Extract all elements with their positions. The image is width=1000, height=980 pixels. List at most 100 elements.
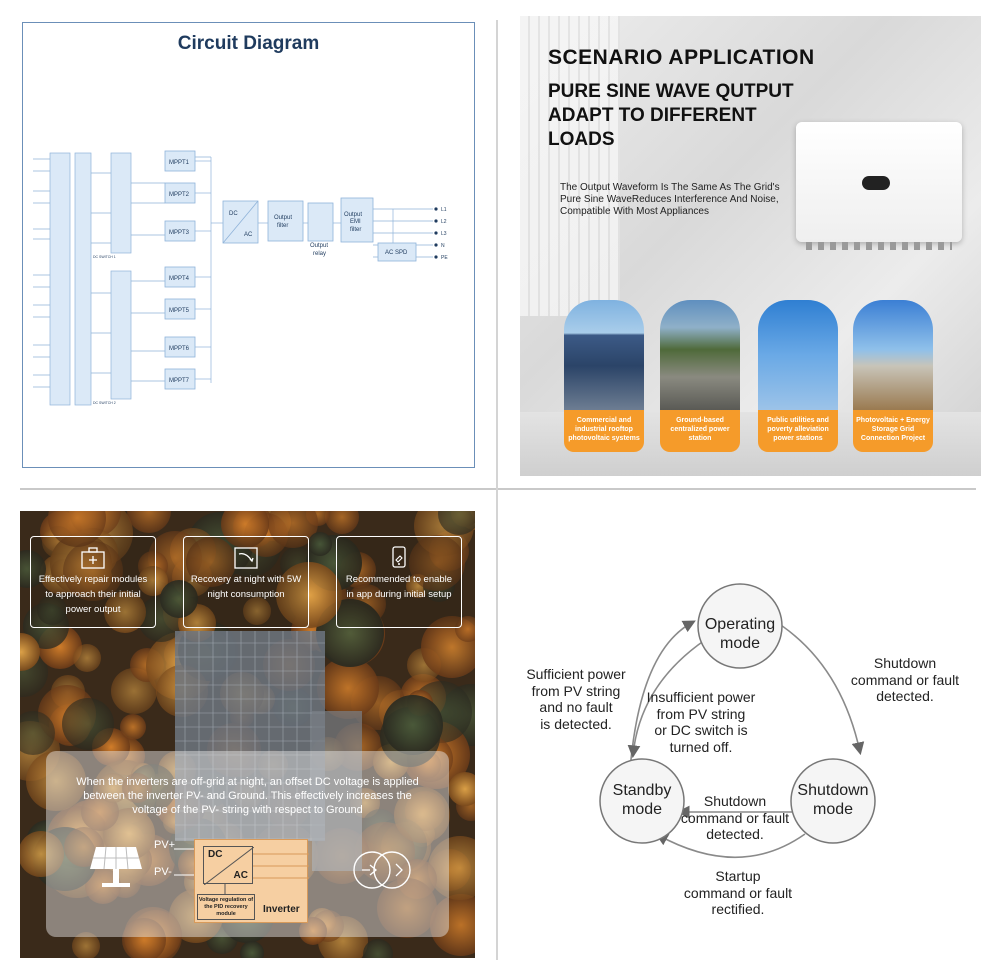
feature-card-repair: Effectively repair modules to approach t…: [30, 536, 156, 628]
tree-canopy: [160, 580, 198, 618]
mppt-label: MPPT2: [169, 192, 190, 198]
tree-canopy: [20, 711, 55, 755]
terminal-label: L2: [441, 219, 447, 225]
inverter-wiring: [224, 853, 309, 894]
tree-canopy: [98, 773, 128, 803]
tree-canopy: [20, 550, 46, 588]
pv-minus-label: PV-: [154, 866, 172, 878]
phone-app-icon: [392, 546, 406, 568]
autumn-forest-background: [20, 511, 475, 958]
tree-canopy: [122, 918, 166, 958]
terminal-dot: [434, 255, 438, 259]
scenario-card-label: Commercial and industrial rooftop photov…: [564, 410, 644, 452]
tree-canopy: [243, 597, 271, 625]
scenario-card-ground: Ground-based centralized power station: [660, 300, 740, 452]
rooftop-solar-image: [564, 300, 644, 410]
ac-spd-block: [377, 242, 417, 262]
terminal-label: L3: [441, 231, 447, 237]
repair-kit-icon: [81, 547, 105, 569]
arrow-shutdown-to-standby-startup: [655, 833, 806, 858]
tree-canopy: [448, 772, 475, 806]
brand-logo-icon: [862, 176, 890, 190]
tree-canopy: [186, 537, 236, 587]
output-relay-label-2: relay: [313, 251, 326, 257]
pid-info-box: When the inverters are off-grid at night…: [46, 751, 449, 937]
tree-canopy: [308, 532, 332, 556]
tree-canopy: [122, 773, 152, 803]
window-blinds-image: [520, 16, 620, 316]
terminal-label: L1: [441, 207, 447, 213]
pid-module-label: Voltage regulation of the PID recovery m…: [197, 894, 255, 920]
tree-canopy: [438, 511, 475, 535]
feature-text: Recommended to enable in app during init…: [345, 574, 453, 600]
divider-vertical: [496, 20, 498, 960]
grid-transformer-icon: [353, 851, 411, 889]
mppt-label: MPPT5: [169, 308, 190, 314]
terminal-dot: [434, 219, 438, 223]
night-consumption-icon: [234, 547, 258, 569]
scenario-card-label: Public utilities and poverty alleviation…: [758, 410, 838, 452]
tree-canopy: [317, 657, 379, 719]
tree-canopy: [325, 511, 359, 534]
tree-canopy: [377, 878, 437, 938]
output-emi-label-3: filter: [350, 227, 361, 233]
output-emi-block: [340, 197, 374, 243]
operating-mode-node: [697, 583, 783, 669]
tree-canopy: [383, 695, 443, 755]
output-relay-block: [307, 202, 334, 242]
tree-canopy: [240, 941, 264, 958]
tree-canopy: [20, 831, 64, 877]
scenario-heading: SCENARIO APPLICATION: [548, 46, 815, 69]
inverter-ports: [806, 242, 952, 250]
terminal-label: PE: [441, 255, 448, 261]
solar-roof-image: [175, 631, 362, 871]
scenario-card-rooftop: Commercial and industrial rooftop photov…: [564, 300, 644, 452]
mode-cycle-diagram: [599, 583, 876, 858]
tree-canopy: [394, 787, 450, 843]
tree-canopy: [363, 939, 393, 958]
tree-canopy: [276, 562, 342, 628]
input-column-2: [74, 152, 92, 406]
tree-canopy: [48, 511, 106, 547]
dc-switch-1-label: DC SWITCH 1: [93, 255, 116, 259]
terminal-label: N: [441, 243, 445, 249]
tree-canopy: [221, 511, 269, 548]
dc-switch-block-1: [110, 152, 132, 254]
pv-plus-label: PV+: [154, 839, 176, 851]
mppt-label: MPPT7: [169, 378, 190, 384]
scenario-card-label: Photovoltaic + Energy Storage Grid Conne…: [853, 410, 933, 452]
terminal-dot: [434, 207, 438, 211]
output-filter-label-2: filter: [277, 223, 288, 229]
tree-canopy: [428, 836, 475, 900]
tree-canopy: [37, 595, 67, 625]
input-column-1: [49, 152, 71, 406]
dc-label: DC: [208, 849, 223, 860]
power-pole-image: [758, 300, 838, 410]
shutdown-mode-node: [790, 758, 876, 844]
scenario-description: The Output Waveform Is The Same As The G…: [560, 182, 780, 217]
pid-description: When the inverters are off-grid at night…: [76, 776, 419, 816]
solar-panel-icon: [90, 846, 142, 887]
output-emi-label-2: EMI: [350, 219, 361, 225]
tree-canopy: [26, 751, 86, 811]
inverter-product-image: [796, 122, 962, 250]
dc-switch-block-2: [110, 270, 132, 400]
ac-label: AC: [233, 870, 248, 881]
terminal-dot: [434, 243, 438, 247]
scenario-card-storage: Photovoltaic + Energy Storage Grid Conne…: [853, 300, 933, 452]
output-filter-block: [267, 200, 304, 242]
circuit-diagram-panel: Circuit Diagram: [22, 22, 475, 468]
tree-canopy: [63, 541, 123, 601]
tree-canopy: [120, 714, 146, 740]
scenario-card-label: Ground-based centralized power station: [660, 410, 740, 452]
dc-switch-2-label: DC SWITCH 2: [93, 401, 116, 405]
terminal-dot: [434, 231, 438, 235]
standby-mode-node: [599, 758, 685, 844]
